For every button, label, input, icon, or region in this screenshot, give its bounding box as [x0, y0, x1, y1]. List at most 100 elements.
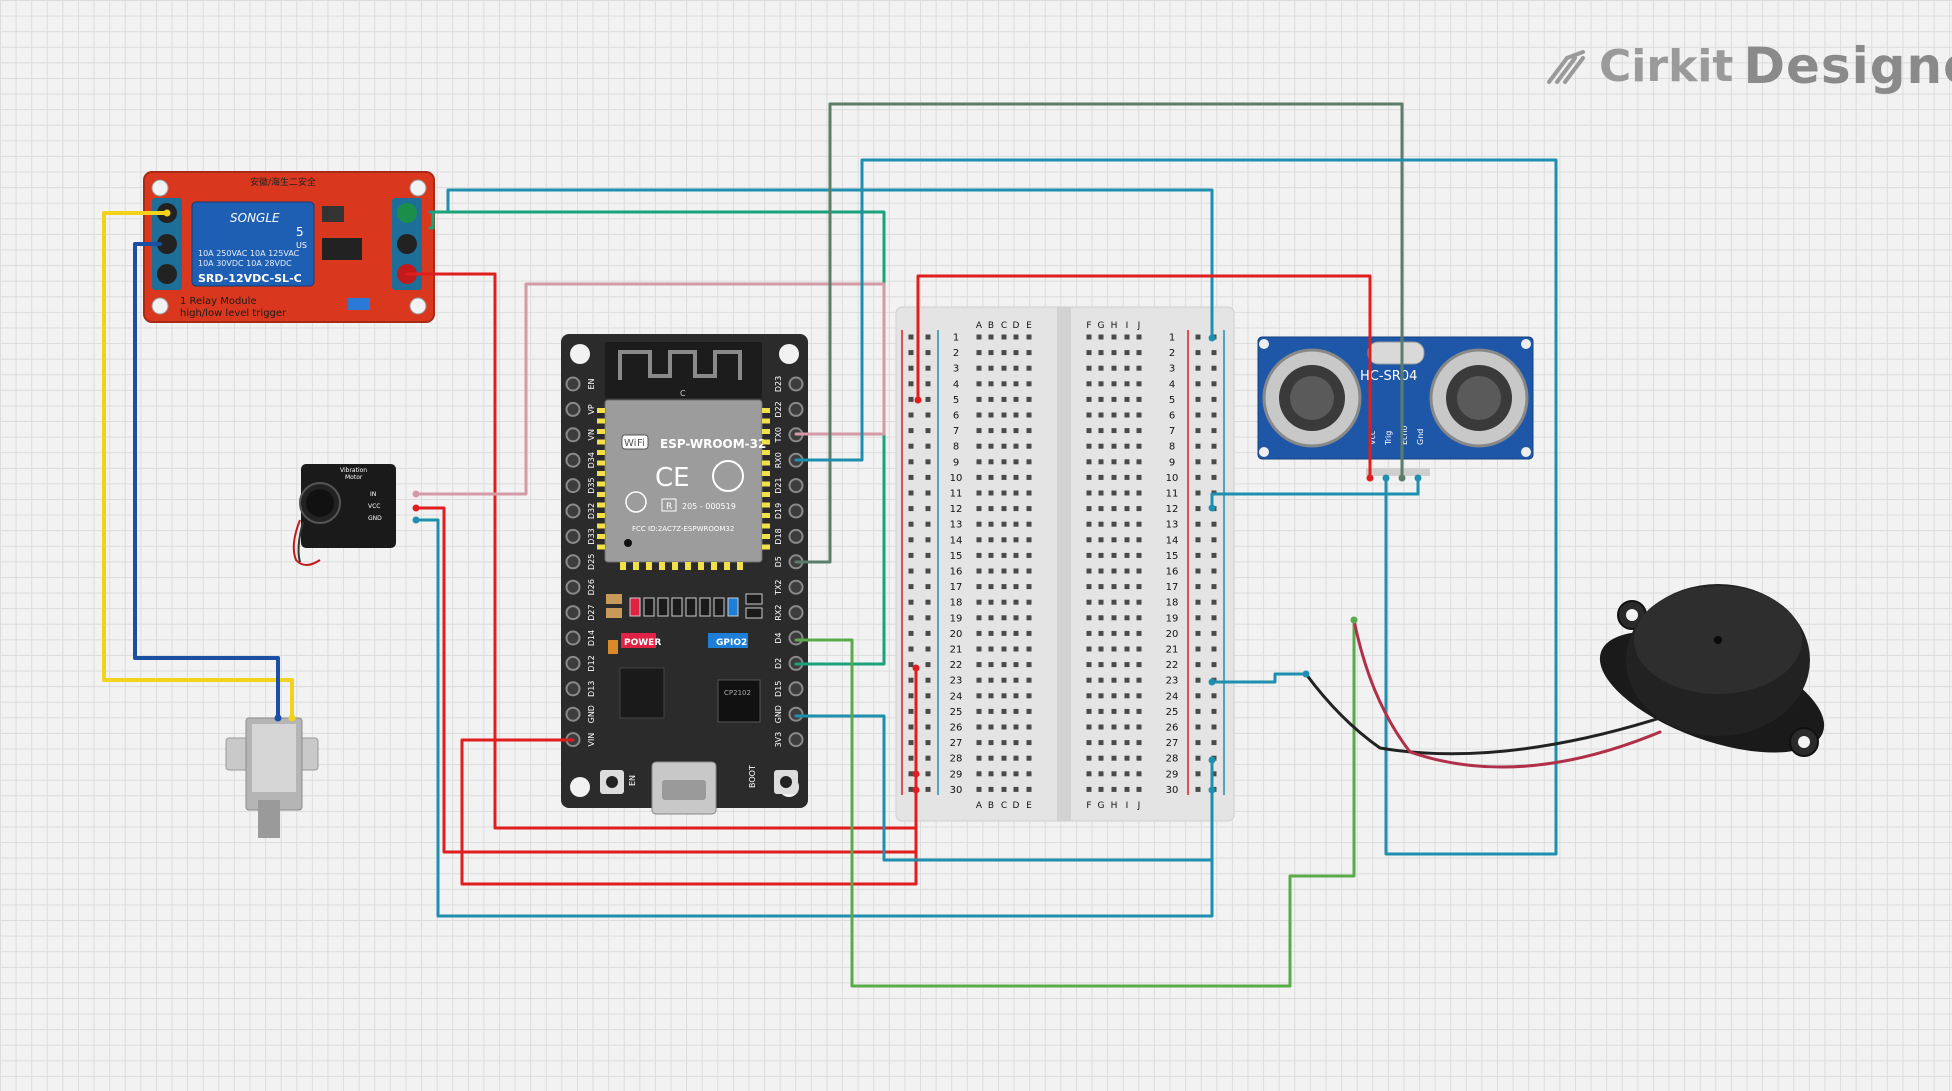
breadboard-hole[interactable] — [1026, 771, 1032, 777]
breadboard-hole[interactable] — [1026, 677, 1032, 683]
breadboard-hole[interactable] — [1001, 584, 1007, 590]
breadboard-hole[interactable] — [1124, 724, 1130, 730]
breadboard-hole[interactable] — [925, 662, 931, 668]
breadboard-hole[interactable] — [1098, 459, 1104, 465]
breadboard-hole[interactable] — [1124, 428, 1130, 434]
breadboard-hole[interactable] — [1001, 740, 1007, 746]
breadboard-hole[interactable] — [1211, 584, 1217, 590]
breadboard-hole[interactable] — [908, 584, 914, 590]
wire-endpoint[interactable] — [1302, 670, 1310, 678]
breadboard-hole[interactable] — [1111, 365, 1117, 371]
breadboard-hole[interactable] — [1098, 677, 1104, 683]
breadboard-hole[interactable] — [1136, 412, 1142, 418]
breadboard-hole[interactable] — [1111, 552, 1117, 558]
breadboard-hole[interactable] — [925, 412, 931, 418]
screw-terminal[interactable] — [157, 264, 177, 284]
breadboard-hole[interactable] — [1098, 630, 1104, 636]
breadboard-hole[interactable] — [976, 677, 982, 683]
breadboard-hole[interactable] — [1136, 459, 1142, 465]
breadboard-hole[interactable] — [976, 568, 982, 574]
breadboard-hole[interactable] — [1136, 506, 1142, 512]
breadboard-hole[interactable] — [1124, 740, 1130, 746]
breadboard-hole[interactable] — [1001, 662, 1007, 668]
breadboard-hole[interactable] — [976, 646, 982, 652]
breadboard-hole[interactable] — [988, 584, 994, 590]
breadboard-hole[interactable] — [988, 630, 994, 636]
esp-pin-left[interactable] — [565, 681, 581, 697]
breadboard-hole[interactable] — [1001, 381, 1007, 387]
esp-pin-left[interactable] — [565, 579, 581, 595]
breadboard-hole[interactable] — [1001, 443, 1007, 449]
breadboard-hole[interactable] — [1001, 630, 1007, 636]
breadboard-hole[interactable] — [988, 521, 994, 527]
breadboard-hole[interactable] — [1195, 459, 1201, 465]
breadboard-hole[interactable] — [908, 615, 914, 621]
breadboard-hole[interactable] — [976, 350, 982, 356]
breadboard-hole[interactable] — [1098, 646, 1104, 652]
breadboard-hole[interactable] — [1026, 599, 1032, 605]
esp-pin-left[interactable] — [565, 605, 581, 621]
breadboard-hole[interactable] — [1136, 490, 1142, 496]
breadboard-hole[interactable] — [1195, 615, 1201, 621]
breadboard-hole[interactable] — [925, 334, 931, 340]
breadboard-hole[interactable] — [1136, 599, 1142, 605]
breadboard-hole[interactable] — [1086, 428, 1092, 434]
wire-teal[interactable] — [414, 518, 1214, 918]
breadboard-hole[interactable] — [976, 521, 982, 527]
breadboard-hole[interactable] — [908, 381, 914, 387]
breadboard-hole[interactable] — [1013, 365, 1019, 371]
breadboard-hole[interactable] — [925, 786, 931, 792]
breadboard-hole[interactable] — [1013, 755, 1019, 761]
breadboard-hole[interactable] — [1124, 474, 1130, 480]
breadboard-hole[interactable] — [908, 537, 914, 543]
breadboard-hole[interactable] — [1026, 755, 1032, 761]
breadboard-hole[interactable] — [925, 646, 931, 652]
breadboard-hole[interactable] — [1098, 724, 1104, 730]
breadboard-hole[interactable] — [1111, 615, 1117, 621]
breadboard-hole[interactable] — [1026, 443, 1032, 449]
breadboard-hole[interactable] — [1195, 365, 1201, 371]
breadboard-hole[interactable] — [1211, 662, 1217, 668]
breadboard-hole[interactable] — [1195, 537, 1201, 543]
breadboard-hole[interactable] — [1136, 662, 1142, 668]
breadboard-hole[interactable] — [1211, 521, 1217, 527]
breadboard-hole[interactable] — [976, 428, 982, 434]
breadboard-hole[interactable] — [976, 552, 982, 558]
breadboard-hole[interactable] — [1001, 599, 1007, 605]
breadboard-hole[interactable] — [1111, 396, 1117, 402]
breadboard-hole[interactable] — [1111, 740, 1117, 746]
wire-endpoint[interactable] — [412, 504, 420, 512]
breadboard-hole[interactable] — [1124, 630, 1130, 636]
breadboard-hole[interactable] — [1136, 334, 1142, 340]
breadboard-hole[interactable] — [1013, 662, 1019, 668]
breadboard-hole[interactable] — [908, 786, 914, 792]
breadboard-hole[interactable] — [976, 615, 982, 621]
breadboard-hole[interactable] — [1026, 630, 1032, 636]
breadboard-hole[interactable] — [925, 755, 931, 761]
breadboard-hole[interactable] — [1111, 755, 1117, 761]
breadboard-hole[interactable] — [988, 662, 994, 668]
breadboard-hole[interactable] — [1013, 630, 1019, 636]
esp-pin-right[interactable] — [788, 401, 804, 417]
breadboard-hole[interactable] — [1098, 443, 1104, 449]
breadboard-hole[interactable] — [1013, 615, 1019, 621]
breadboard-hole[interactable] — [1086, 646, 1092, 652]
breadboard-hole[interactable] — [1124, 693, 1130, 699]
breadboard-hole[interactable] — [1026, 521, 1032, 527]
breadboard-hole[interactable] — [1124, 568, 1130, 574]
wire-endpoint[interactable] — [288, 714, 296, 722]
breadboard-hole[interactable] — [1195, 662, 1201, 668]
breadboard-hole[interactable] — [1026, 459, 1032, 465]
wire-endpoint[interactable] — [1208, 678, 1216, 686]
breadboard-hole[interactable] — [1098, 584, 1104, 590]
breadboard-hole[interactable] — [1013, 568, 1019, 574]
wire-endpoint[interactable] — [1208, 786, 1216, 794]
breadboard-hole[interactable] — [1001, 724, 1007, 730]
breadboard-hole[interactable] — [908, 599, 914, 605]
breadboard-hole[interactable] — [925, 599, 931, 605]
wire-red[interactable] — [460, 738, 918, 886]
breadboard-hole[interactable] — [988, 365, 994, 371]
breadboard-hole[interactable] — [908, 334, 914, 340]
breadboard-hole[interactable] — [1098, 521, 1104, 527]
